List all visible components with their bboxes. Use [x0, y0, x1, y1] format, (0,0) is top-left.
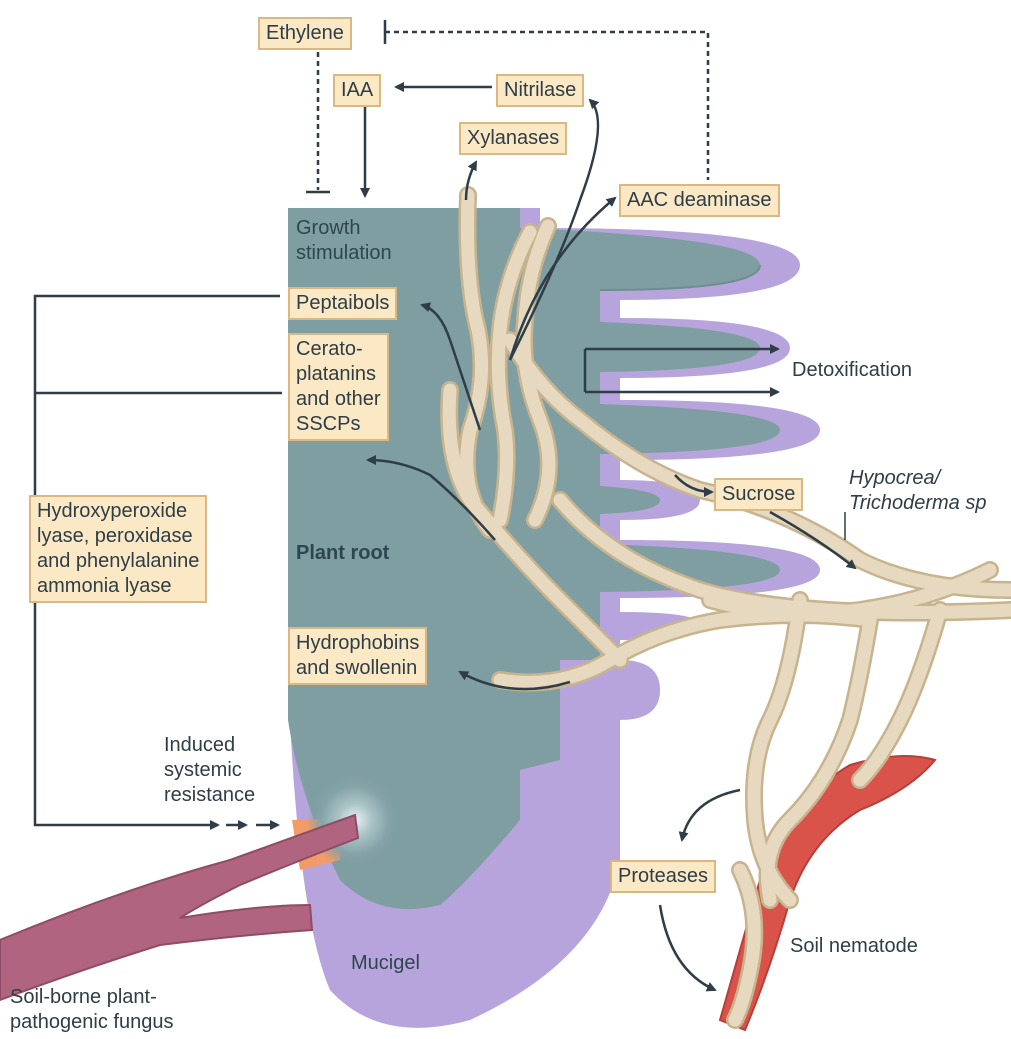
growth-stimulation-label: Growth stimulation	[296, 216, 392, 266]
cerato-line-4: SSCPs	[296, 412, 381, 437]
hydrophobins-line-1: Hydrophobins	[296, 631, 419, 656]
sucrose-label: Sucrose	[714, 478, 803, 511]
pathogen-line-1: Soil-borne plant-	[10, 985, 173, 1010]
isr-line-3: resistance	[164, 783, 255, 808]
pathogenic-fungus-shape	[0, 815, 358, 1000]
aac-deaminase-label: AAC deaminase	[619, 184, 780, 217]
nitrilase-label: Nitrilase	[496, 74, 584, 107]
cerato-line-1: Cerato-	[296, 337, 381, 362]
detoxification-label: Detoxification	[792, 358, 912, 383]
pathogenic-fungus-label: Soil-borne plant- pathogenic fungus	[10, 985, 173, 1035]
pathogen-line-2: pathogenic fungus	[10, 1010, 173, 1035]
ethylene-label: Ethylene	[258, 17, 352, 50]
protease-arrow-top	[682, 790, 740, 840]
hydrophobins-line-2: and swollenin	[296, 656, 419, 681]
growth-stimulation-line-1: Growth	[296, 216, 392, 241]
cerato-platanins-label: Cerato- platanins and other SSCPs	[288, 333, 389, 441]
hydrophobins-label: Hydrophobins and swollenin	[288, 627, 427, 685]
hydroxyperoxide-label: Hydroxyperoxide lyase, peroxidase and ph…	[29, 495, 207, 603]
hypocrea-label: Hypocrea/ Trichoderma sp	[849, 466, 986, 516]
iaa-label: IAA	[333, 74, 381, 107]
hypocrea-line-1: Hypocrea/	[849, 466, 986, 491]
xylanases-label: Xylanases	[459, 122, 567, 155]
hydroxy-line-1: Hydroxyperoxide	[37, 499, 199, 524]
hydroxy-line-3: and phenylalanine	[37, 549, 199, 574]
cerato-line-2: platanins	[296, 362, 381, 387]
protease-arrow-bottom	[660, 905, 715, 990]
hydroxy-line-4: ammonia lyase	[37, 574, 199, 599]
isr-line-1: Induced	[164, 733, 255, 758]
mucigel-label: Mucigel	[351, 951, 420, 976]
proteases-label: Proteases	[610, 860, 716, 893]
growth-stimulation-line-2: stimulation	[296, 241, 392, 266]
plant-root-label: Plant root	[296, 541, 389, 566]
induced-systemic-resistance-label: Induced systemic resistance	[164, 733, 255, 808]
cerato-line-3: and other	[296, 387, 381, 412]
hydroxy-line-2: lyase, peroxidase	[37, 524, 199, 549]
hypocrea-line-2: Trichoderma sp	[849, 491, 986, 516]
peptaibols-label: Peptaibols	[288, 287, 397, 320]
soil-nematode-label: Soil nematode	[790, 934, 918, 959]
isr-line-2: systemic	[164, 758, 255, 783]
